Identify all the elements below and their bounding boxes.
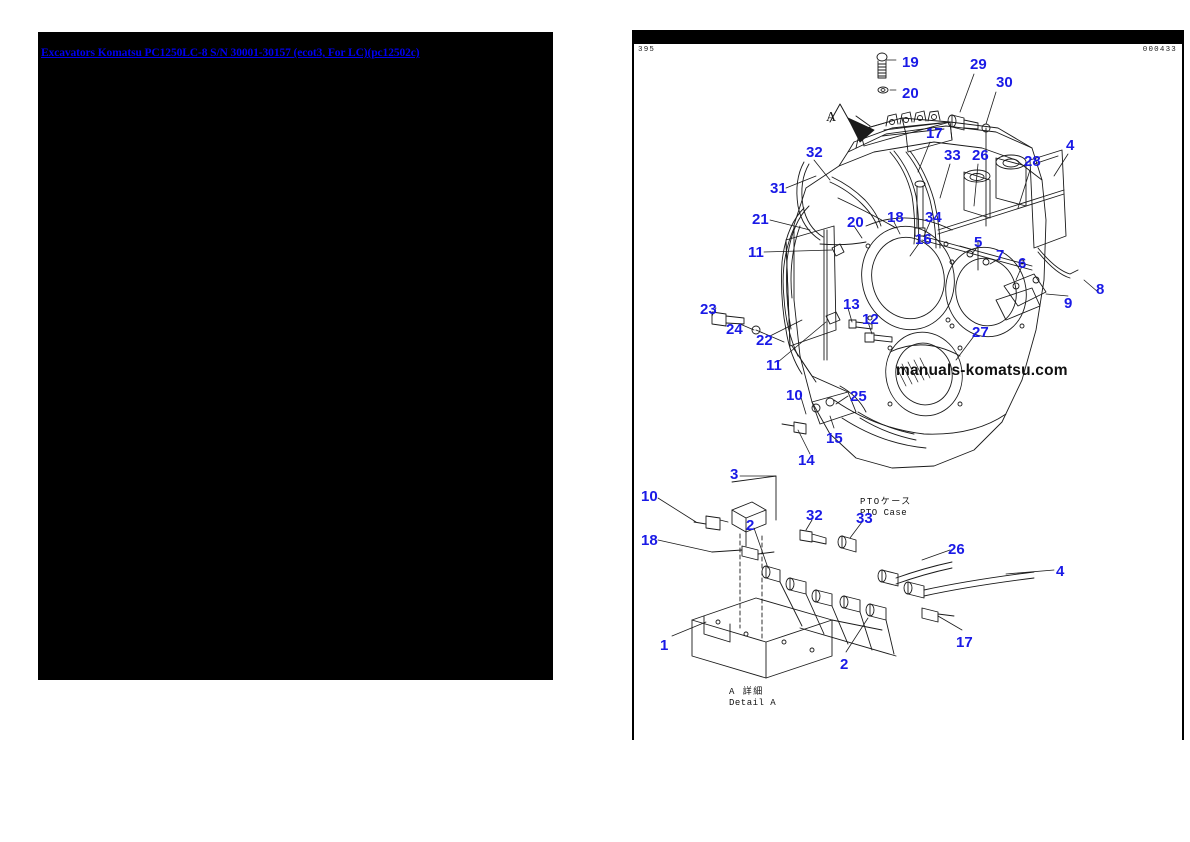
drawing-svg (657, 52, 1099, 679)
callout-22[interactable]: 22 (756, 332, 773, 349)
callout-19[interactable]: 19 (902, 54, 919, 71)
catalog-image-panel: Excavators Komatsu PC1250LC-8 S/N 30001-… (38, 32, 553, 680)
pto-case-caption: PTOケース PTO Case (860, 497, 912, 519)
section-marker-a: A (826, 110, 837, 125)
callout-29[interactable]: 29 (970, 56, 987, 73)
callout-20[interactable]: 20 (902, 85, 919, 102)
callout-28[interactable]: 28 (1024, 153, 1041, 170)
callout-25[interactable]: 25 (850, 388, 867, 405)
pto-case-caption-jp: PTOケース (860, 497, 912, 507)
callout-31[interactable]: 31 (770, 180, 787, 197)
callout-5[interactable]: 5 (974, 234, 983, 251)
callout-33[interactable]: 33 (944, 147, 961, 164)
callout-10[interactable]: 10 (641, 488, 658, 505)
callout-11[interactable]: 11 (748, 244, 764, 261)
callout-2[interactable]: 2 (840, 656, 849, 673)
callout-33[interactable]: 33 (856, 510, 873, 527)
callout-4[interactable]: 4 (1056, 563, 1065, 580)
callout-9[interactable]: 9 (1064, 295, 1073, 312)
callout-6[interactable]: 6 (1018, 255, 1027, 272)
callout-34[interactable]: 34 (925, 209, 942, 226)
parts-diagram-panel: 395 000433 (632, 30, 1184, 740)
callout-1[interactable]: 1 (660, 637, 669, 654)
pto-case-caption-en: PTO Case (860, 508, 908, 518)
callout-7[interactable]: 7 (996, 247, 1005, 264)
callout-12[interactable]: 12 (862, 311, 879, 328)
page-code-left: 395 (638, 46, 656, 54)
callout-10[interactable]: 10 (786, 387, 803, 404)
callout-17[interactable]: 17 (956, 634, 973, 651)
pto-case-technical-drawing (634, 30, 1186, 740)
callout-23[interactable]: 23 (700, 301, 717, 318)
callout-2[interactable]: 2 (746, 517, 755, 534)
callout-14[interactable]: 14 (798, 452, 815, 469)
callout-20[interactable]: 20 (847, 214, 864, 231)
callout-11[interactable]: 11 (766, 357, 782, 374)
callout-17[interactable]: 17 (926, 125, 943, 142)
callout-4[interactable]: 4 (1066, 137, 1075, 154)
callout-30[interactable]: 30 (996, 74, 1013, 91)
callout-32[interactable]: 32 (806, 507, 823, 524)
callout-27[interactable]: 27 (972, 324, 989, 341)
catalog-title-link[interactable]: Excavators Komatsu PC1250LC-8 S/N 30001-… (41, 47, 420, 59)
callout-15[interactable]: 15 (826, 430, 843, 447)
callout-21[interactable]: 21 (752, 211, 769, 228)
callout-13[interactable]: 13 (843, 296, 860, 313)
watermark: manuals-komatsu.com (896, 362, 1068, 379)
page-header-bar (634, 30, 1182, 44)
callout-18[interactable]: 18 (887, 209, 904, 226)
callout-18[interactable]: 18 (641, 532, 658, 549)
callout-26[interactable]: 26 (972, 147, 989, 164)
callout-24[interactable]: 24 (726, 321, 743, 338)
detail-a-caption-jp: A 詳細 (729, 687, 764, 697)
detail-a-caption: A 詳細 Detail A (729, 687, 776, 709)
callout-3[interactable]: 3 (730, 466, 739, 483)
callout-26[interactable]: 26 (948, 541, 965, 558)
detail-a-caption-en: Detail A (729, 698, 777, 708)
callout-8[interactable]: 8 (1096, 281, 1105, 298)
callout-32[interactable]: 32 (806, 144, 823, 161)
callout-16[interactable]: 16 (915, 231, 932, 248)
page-code-right: 000433 (1142, 46, 1177, 54)
